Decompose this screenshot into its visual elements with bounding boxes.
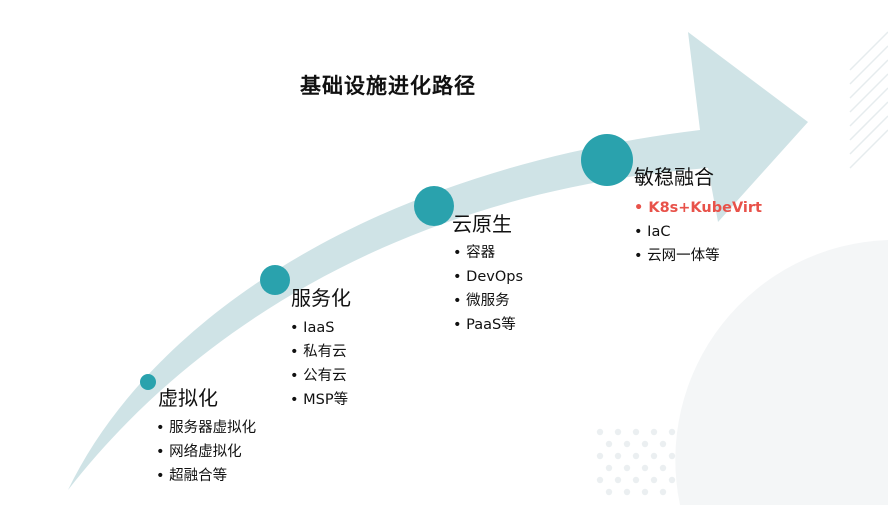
list-item: IaaS <box>290 316 348 340</box>
stage-list-virtualization: 服务器虚拟化 网络虚拟化 超融合等 <box>156 416 256 488</box>
list-item: 超融合等 <box>156 464 256 488</box>
decorative-dot <box>623 488 631 496</box>
decorative-arc <box>675 240 888 505</box>
list-item: 云网一体等 <box>634 244 762 268</box>
list-item: 公有云 <box>290 364 348 388</box>
stage-label-virtualization: 虚拟化 <box>158 386 218 410</box>
decorative-dot <box>650 476 658 484</box>
stage-dot-virtualization <box>140 374 156 390</box>
decorative-dot <box>641 464 649 472</box>
decorative-dot <box>659 464 667 472</box>
decorative-dot <box>596 476 604 484</box>
decorative-dot <box>623 440 631 448</box>
decorative-dot <box>632 452 640 460</box>
decorative-dot <box>623 464 631 472</box>
decorative-stripes <box>849 31 888 169</box>
list-item: 私有云 <box>290 340 348 364</box>
decorative-dot <box>668 452 676 460</box>
decorative-dot <box>659 488 667 496</box>
decorative-dot <box>614 476 622 484</box>
list-item-highlighted: K8s+KubeVirt <box>634 196 762 220</box>
decorative-dot <box>632 476 640 484</box>
decorative-dot <box>659 440 667 448</box>
decorative-dot <box>650 452 658 460</box>
list-item: DevOps <box>453 265 523 289</box>
list-item: 网络虚拟化 <box>156 440 256 464</box>
diagram-title: 基础设施进化路径 <box>300 74 476 98</box>
decorative-dot <box>668 476 676 484</box>
decorative-dot <box>614 452 622 460</box>
decorative-dot <box>632 428 640 436</box>
stage-dot-cloud-native <box>414 186 454 226</box>
stage-list-servitization: IaaS 私有云 公有云 MSP等 <box>290 316 348 412</box>
decorative-dot <box>614 428 622 436</box>
stage-list-cloud-native: 容器 DevOps 微服务 PaaS等 <box>453 241 523 337</box>
stage-label-servitization: 服务化 <box>291 286 351 310</box>
decorative-dot <box>605 488 613 496</box>
stage-label-agile-stable: 敏稳融合 <box>634 165 714 189</box>
list-item: 服务器虚拟化 <box>156 416 256 440</box>
decorative-dot <box>596 428 604 436</box>
list-item: IaC <box>634 220 762 244</box>
decorative-dot <box>596 452 604 460</box>
stage-list-agile-stable: K8s+KubeVirt IaC 云网一体等 <box>634 196 762 268</box>
stage-label-cloud-native: 云原生 <box>452 212 512 236</box>
list-item: PaaS等 <box>453 313 523 337</box>
stage-dot-servitization <box>260 265 290 295</box>
decorative-dot <box>668 428 676 436</box>
list-item: 容器 <box>453 241 523 265</box>
decorative-dot <box>605 464 613 472</box>
decorative-dot <box>641 440 649 448</box>
decorative-dot <box>641 488 649 496</box>
list-item: MSP等 <box>290 388 348 412</box>
stage-dot-agile-stable <box>581 134 633 186</box>
decorative-dot <box>605 440 613 448</box>
decorative-dot <box>650 428 658 436</box>
list-item: 微服务 <box>453 289 523 313</box>
